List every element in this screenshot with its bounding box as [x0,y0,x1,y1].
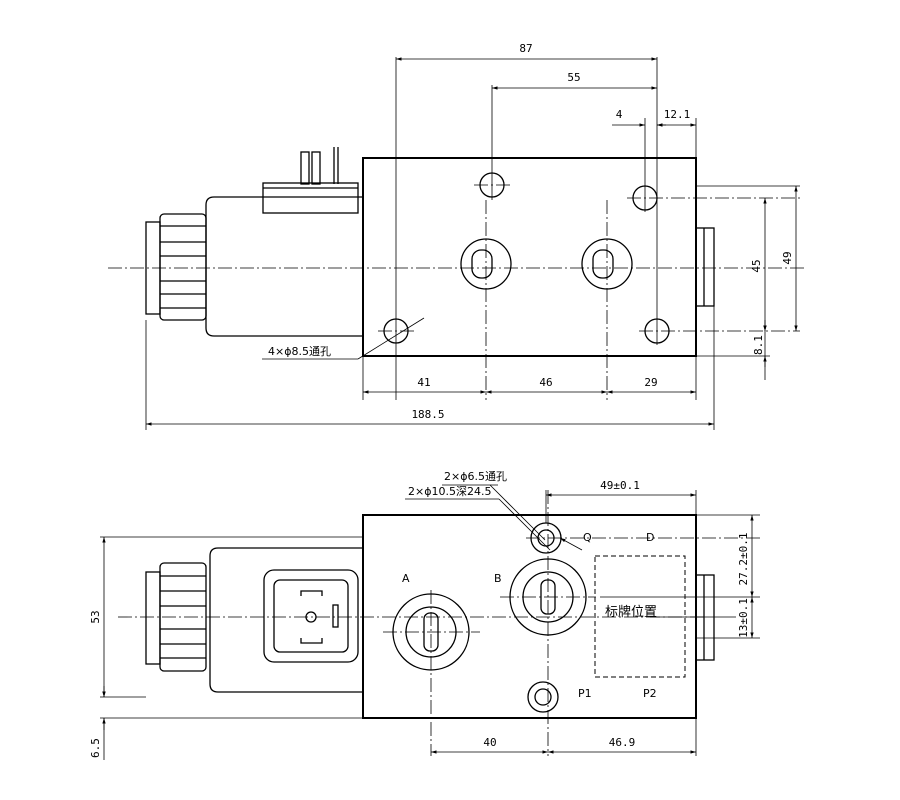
dim-41: 41 [417,376,430,389]
port-label-d: D [646,531,654,544]
top-coil [205,196,363,337]
dim-45: 45 [750,259,763,272]
dim-49-tol: 49±0.1 [600,479,640,492]
top-mounting-hole-4 [639,318,800,344]
dim-55: 55 [567,71,580,84]
dim-13-tol: 13±0.1 [737,598,750,638]
dim-4: 4 [616,108,623,121]
bottom-end-plug [695,574,715,661]
top-view: 87 55 4 12.1 45 49 8.1 41 46 29 188.5 [108,42,806,430]
top-end-plug [695,227,715,307]
top-knurled-nut [159,213,207,321]
connector-socket-inner [273,579,349,653]
connector-pin-side [332,604,339,628]
port-label-a: A [402,572,410,585]
bottom-knurled-nut [159,562,207,672]
dim-6-5: 6.5 [89,738,102,758]
bottom-nut-base [145,571,161,665]
connector-earth-pin [305,611,317,623]
dim-87: 87 [519,42,532,55]
dim-53: 53 [89,610,102,623]
nameplate-area [594,555,686,678]
dim-46: 46 [539,376,552,389]
dim-8-1: 8.1 [752,335,765,355]
dim-27-2-tol: 27.2±0.1 [737,533,750,586]
port-label-p2: P2 [643,687,657,700]
port-label-q: Q [583,531,592,544]
top-terminal-pin-1 [300,151,310,185]
note-counterbore: 2×ϕ10.5深24.5 [408,485,491,498]
bottom-coil [209,547,363,693]
top-mounting-hole-2 [627,185,800,211]
port-label-p1: P1 [578,687,592,700]
connector-socket [263,569,359,663]
top-terminal-pin-2 [311,151,321,185]
top-connector-bracket [262,182,359,214]
nameplate-label: 标牌位置 [605,604,657,620]
dim-12-1: 12.1 [664,108,691,121]
connector-pin-bottom [300,638,323,644]
connector-pin-top [300,590,323,596]
dim-188-5: 188.5 [411,408,444,421]
bottom-hole-top [526,522,760,554]
dim-46-9: 46.9 [609,736,636,749]
bottom-port-a [383,593,480,671]
dim-49: 49 [781,251,794,264]
dim-29: 29 [644,376,657,389]
hole-note-4x8-5: 4×ϕ8.5通孔 [268,345,331,358]
bottom-hole-bottom [527,681,559,713]
port-label-b: B [494,572,502,585]
note-through-holes: 2×ϕ6.5通孔 [444,470,507,483]
dim-40: 40 [483,736,496,749]
bottom-view: 标牌位置 A B Q D P1 P2 2×ϕ6.5通孔 2×ϕ10.5深24.5… [89,470,760,760]
